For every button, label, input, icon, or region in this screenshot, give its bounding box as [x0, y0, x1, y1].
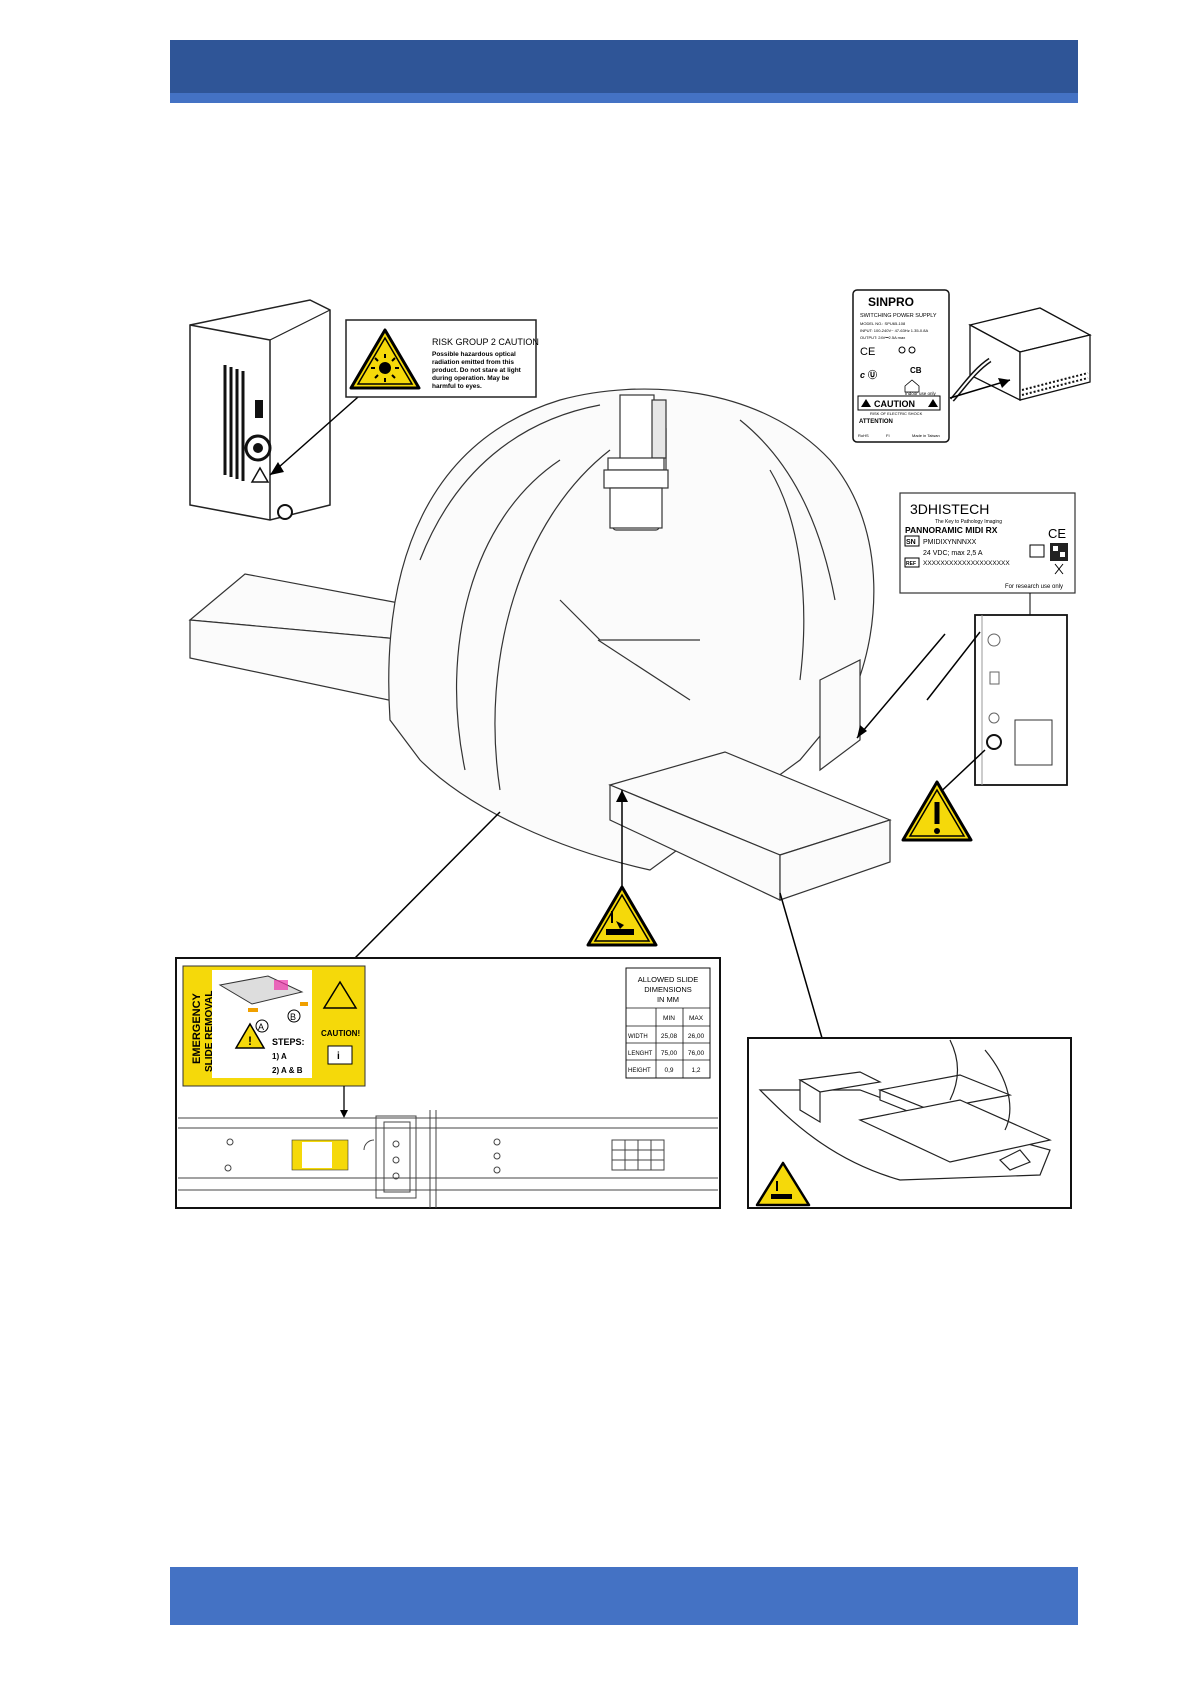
- power-shock: RISK OF ELECTRIC SHOCK: [870, 411, 923, 416]
- weee-bin-icon: [1054, 563, 1064, 575]
- device-rating-label: 3DHISTECH The Key to Pathology Imaging P…: [899, 492, 1076, 615]
- slide-holder-detail-box: [747, 1037, 1072, 1209]
- device-ref: XXXXXXXXXXXXXXXXXXXX: [923, 560, 1010, 567]
- laser-label-line: during operation. May be: [432, 375, 510, 382]
- power-output: OUTPUT: 24V⎓2.5A max: [860, 335, 905, 340]
- emergency-vertical-2: SLIDE REMOVAL: [204, 991, 215, 1072]
- slide-table-cell: 26,00: [688, 1033, 705, 1040]
- laser-warning-icon: [349, 328, 421, 390]
- hand-crush-warning-icon: [586, 885, 658, 947]
- power-cb-mark: CB: [910, 366, 922, 375]
- general-warning-icon: [901, 780, 973, 842]
- device-power: 24 VDC; max 2,5 A: [923, 550, 983, 557]
- step-1: 1) A: [272, 1052, 287, 1061]
- laser-label-line: radiation emitted from this: [432, 359, 514, 366]
- power-input: INPUT: 100-240V~ 47-63Hz 1.35-0.8A: [860, 328, 928, 333]
- slide-table-cell: 1,2: [691, 1067, 700, 1074]
- power-model: MODEL NO.: SPU65-108: [860, 321, 906, 326]
- slide-table-title: IN MM: [657, 995, 679, 1004]
- ce-mark-icon: CE: [1048, 526, 1066, 541]
- laser-label-line: Possible hazardous optical: [432, 351, 516, 358]
- slide-table-cell: 75,00: [661, 1050, 678, 1057]
- device-product: PANNORAMIC MIDI RX: [905, 525, 998, 535]
- power-ce-mark: CE: [860, 346, 875, 358]
- slide-table-cell: 76,00: [688, 1050, 705, 1057]
- device-sn: PMIDIXYNNNXX: [923, 539, 977, 546]
- slide-table-cell: WIDTH: [628, 1034, 648, 1040]
- slide-table-title: ALLOWED SLIDE: [638, 975, 698, 984]
- svg-text:c: c: [860, 370, 865, 380]
- device-sn-box: SN: [906, 539, 916, 546]
- step-a-marker: A: [258, 1022, 264, 1032]
- slide-table-header: MIN: [663, 1015, 675, 1022]
- device-brand: 3DHISTECH: [910, 501, 989, 517]
- power-brand: SINPRO: [868, 295, 914, 309]
- svg-text:!: !: [248, 1034, 252, 1048]
- power-fi: FI: [886, 433, 890, 438]
- power-indoor: Indoor use only: [905, 391, 937, 396]
- power-attention: ATTENTION: [859, 419, 893, 425]
- power-supply-label: SINPRO SWITCHING POWER SUPPLY MODEL NO.:…: [852, 289, 950, 443]
- power-caution: CAUTION: [874, 399, 915, 409]
- rear-panel-detail: [856, 614, 1068, 801]
- qr-code-icon: [1050, 543, 1068, 561]
- slide-table-cell: 25,08: [661, 1033, 678, 1040]
- svg-text:Ⓤ: Ⓤ: [868, 369, 877, 380]
- slide-table-cell: HEIGHT: [628, 1068, 651, 1074]
- header-stripe: [170, 93, 1078, 103]
- hand-crush-warning-icon: [755, 1161, 811, 1207]
- device-ref-box: REF: [906, 561, 916, 567]
- manual-info-icon: [1029, 544, 1045, 558]
- svg-text:i: i: [337, 1051, 340, 1062]
- caution-label: CAUTION!: [321, 1029, 360, 1038]
- power-made: Made in Taiwan: [912, 433, 940, 438]
- laser-label-title: RISK GROUP 2 CAUTION: [432, 337, 539, 347]
- step-2: 2) A & B: [272, 1066, 303, 1075]
- laser-label-line: harmful to eyes.: [432, 383, 482, 390]
- steps-label: STEPS:: [272, 1037, 305, 1047]
- step-b-marker: B: [290, 1012, 296, 1022]
- slide-table-cell: LENGHT: [628, 1051, 653, 1057]
- emergency-vertical-1: EMERGENCY: [191, 992, 203, 1064]
- laser-label-line: product. Do not stare at light: [432, 367, 522, 374]
- page-footer-bar: [170, 1567, 1078, 1625]
- device-tagline: The Key to Pathology Imaging: [935, 519, 1002, 525]
- power-rohs: RoHS: [858, 433, 869, 438]
- slide-table-title: DIMENSIONS: [644, 985, 692, 994]
- slide-table-cell: 0,9: [664, 1067, 673, 1074]
- power-supply-brick: [949, 307, 1092, 402]
- slide-table-header: MAX: [689, 1015, 704, 1022]
- power-type: SWITCHING POWER SUPPLY: [860, 313, 937, 319]
- scanner-drawing: [188, 388, 892, 901]
- laser-warning-label: RISK GROUP 2 CAUTION Possible hazardous …: [345, 319, 539, 398]
- device-ruo: For research use only: [1005, 584, 1063, 590]
- page-header-bar: [170, 40, 1078, 103]
- slide-removal-detail-box: EMERGENCY SLIDE REMOVAL A B ! STEPS: 1) …: [175, 957, 721, 1209]
